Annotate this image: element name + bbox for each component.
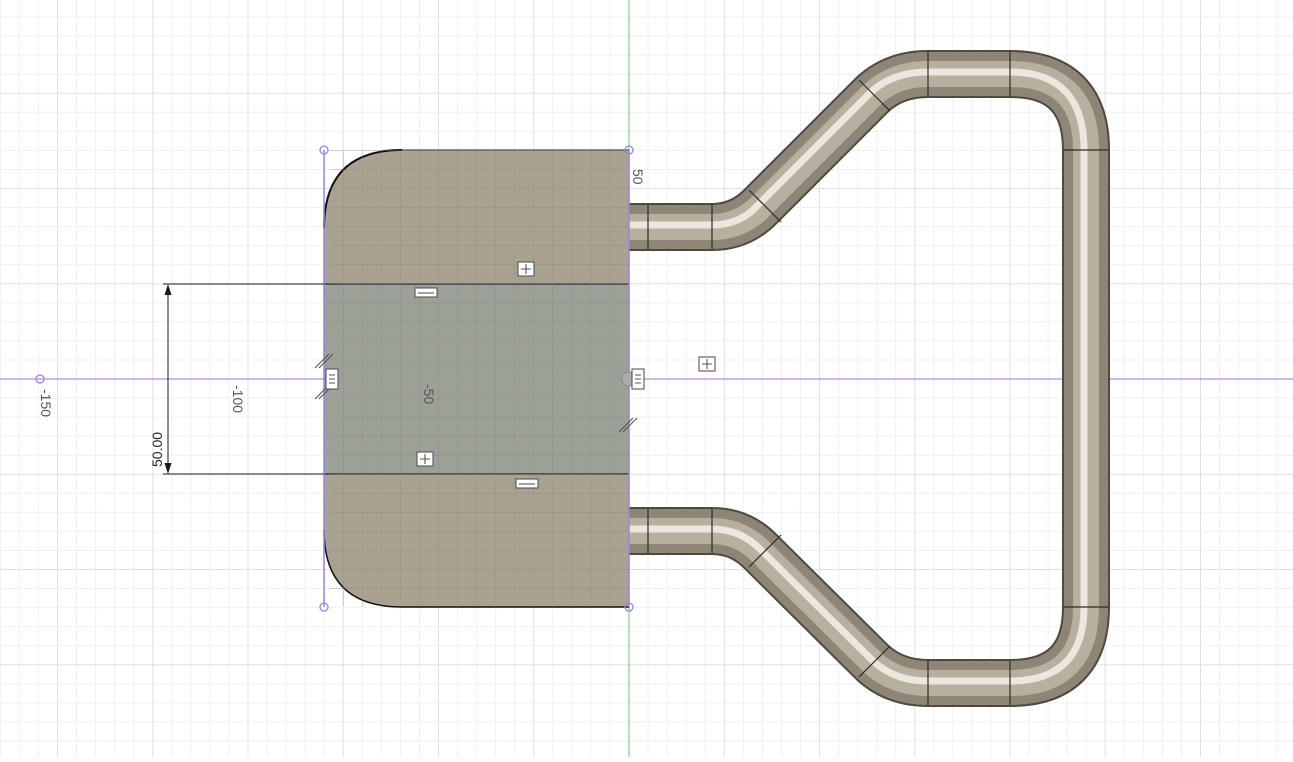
- fix-constraint-icon[interactable]: [631, 368, 645, 390]
- tube-frame[interactable]: [629, 50, 1110, 707]
- midpoint-constraint-icon[interactable]: [517, 261, 535, 277]
- tube-seams: [647, 52, 1108, 705]
- perpendicular-constraint-icon[interactable]: [314, 353, 334, 369]
- fix-constraint-icon[interactable]: [325, 368, 339, 390]
- sketch-point[interactable]: [35, 374, 45, 384]
- perpendicular-constraint-icon[interactable]: [618, 417, 638, 433]
- plate-body[interactable]: [323, 149, 629, 608]
- horizontal-constraint-icon[interactable]: [515, 478, 539, 489]
- constraints[interactable]: [314, 261, 716, 489]
- midpoint-constraint-icon[interactable]: [416, 451, 434, 467]
- midpoint-constraint-icon[interactable]: [698, 356, 716, 372]
- axis-label: 50: [630, 169, 646, 185]
- sketch-point[interactable]: [624, 602, 634, 612]
- axis-label: -100: [230, 385, 246, 413]
- sketch-point[interactable]: [319, 145, 329, 155]
- horizontal-constraint-icon[interactable]: [414, 287, 438, 298]
- dimension-arrow-down-icon: [164, 463, 172, 474]
- axis-labels: -150 -100 -50 50: [38, 169, 646, 417]
- tube-highlight: [629, 68, 1088, 685]
- fillet-arc-bottom[interactable]: [323, 529, 629, 608]
- plate-grid-overlay: [323, 150, 629, 607]
- dimension-arrow-up-icon: [164, 284, 172, 295]
- sketch-point[interactable]: [624, 145, 634, 155]
- dimension-value[interactable]: 50.00: [149, 432, 165, 467]
- dimension-50[interactable]: 50.00: [149, 283, 324, 475]
- axis-label: -150: [38, 389, 54, 417]
- sketch-point[interactable]: [319, 602, 329, 612]
- axis-label: -50: [421, 384, 437, 404]
